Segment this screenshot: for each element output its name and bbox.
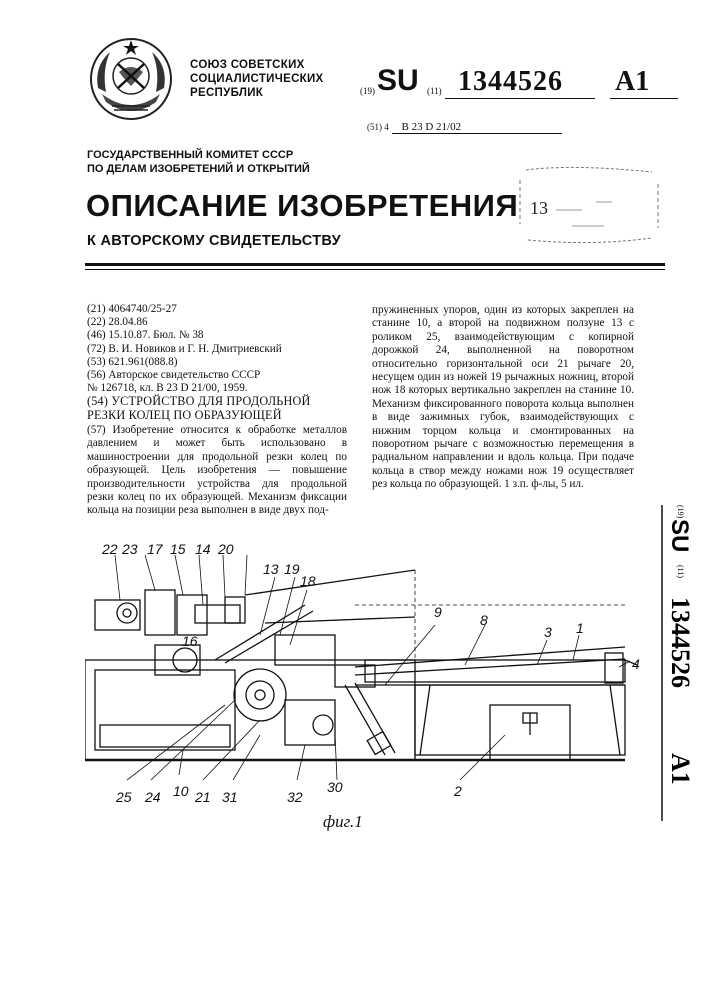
figure-caption: фиг.1 [323, 812, 363, 832]
callout-label: 14 [195, 541, 211, 557]
callout-label: 32 [287, 789, 303, 805]
callout-label: 8 [480, 612, 488, 628]
callout-label: 10 [173, 783, 189, 799]
callout-label: 17 [147, 541, 163, 557]
callout-label: 21 [195, 789, 211, 805]
callout-label: 3 [544, 624, 552, 640]
callout-label: 18 [300, 573, 316, 589]
callout-label: 25 [116, 789, 132, 805]
callout-label: 9 [434, 604, 442, 620]
callout-label: 30 [327, 779, 343, 795]
callout-label: 1 [576, 620, 584, 636]
callout-label: 20 [218, 541, 234, 557]
callout-label: 23 [122, 541, 138, 557]
callout-label: 16 [182, 633, 198, 649]
callout-label: 19 [284, 561, 300, 577]
callout-label: 31 [222, 789, 238, 805]
callout-label: 13 [263, 561, 279, 577]
callout-label: 24 [145, 789, 161, 805]
callout-label: 4 [632, 656, 640, 672]
callout-label: 2 [454, 783, 462, 799]
callout-label: 15 [170, 541, 186, 557]
callout-label: 22 [102, 541, 118, 557]
